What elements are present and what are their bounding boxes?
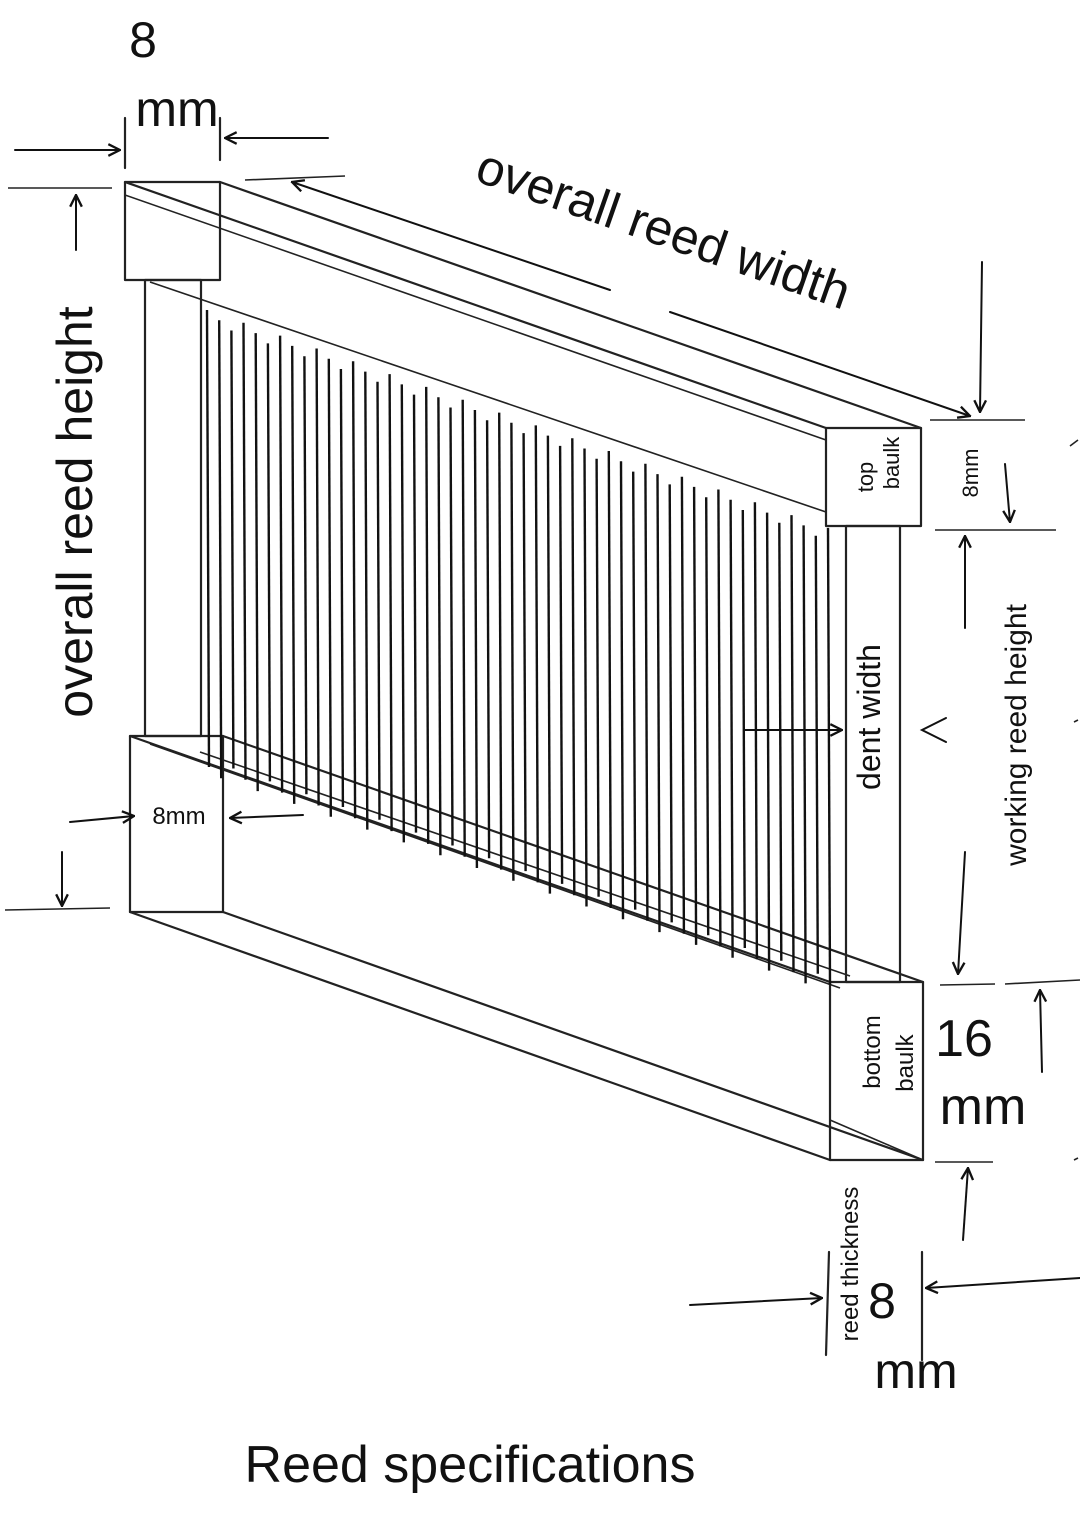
dent-wire	[814, 535, 819, 974]
dent-wire	[802, 525, 807, 984]
dent-wire	[644, 463, 649, 921]
dent-wire	[461, 399, 466, 857]
reed-thickness-label: reed thickness	[837, 1187, 864, 1342]
end-posts	[143, 278, 902, 984]
dent-wire	[522, 433, 527, 872]
dent-wire	[205, 309, 211, 768]
top-width-value: 8	[129, 12, 157, 68]
dent-wire	[449, 407, 454, 846]
dent-wire	[278, 335, 284, 793]
dent-wire	[218, 320, 223, 779]
dent-wire	[339, 368, 345, 808]
overall-height-label: overall reed height	[47, 306, 103, 717]
dent-wire	[583, 448, 588, 907]
dent-wire	[680, 476, 686, 934]
dent-wire	[692, 486, 698, 945]
bottom-baulk-label-line1: bottom	[859, 1015, 886, 1088]
dent-wire	[656, 474, 661, 933]
dent-wire	[437, 397, 442, 856]
dent-wire	[498, 412, 503, 870]
dent-wire	[291, 345, 296, 804]
dent-wire	[632, 471, 637, 910]
dent-wire	[327, 358, 332, 817]
reed-dents	[205, 309, 832, 985]
dent-wire	[546, 435, 552, 894]
dent-wire	[595, 458, 600, 897]
dent-wire	[303, 356, 308, 795]
overall-width-label: overall reed width	[469, 138, 857, 320]
dent-wire	[364, 371, 369, 830]
dent-wire	[242, 322, 247, 780]
dent-wire	[510, 422, 515, 881]
dent-wire	[315, 348, 320, 806]
top-baulk	[123, 180, 923, 528]
dent-wire	[388, 374, 393, 832]
dent-wire	[765, 512, 771, 971]
reed-thickness-unit: mm	[874, 1343, 957, 1399]
diagram-caption: Reed specifications	[245, 1436, 696, 1494]
dent-wire	[741, 509, 746, 949]
working-height-label: working reed height	[1000, 603, 1033, 866]
dent-wire	[729, 499, 734, 958]
dent-wire	[790, 515, 795, 973]
dent-wire	[607, 450, 612, 909]
reed-thickness-value: 8	[868, 1273, 896, 1329]
dent-wire	[668, 484, 673, 923]
bottom-left-width-label: 8mm	[152, 803, 205, 830]
dent-wire	[351, 361, 357, 819]
top-baulk-label-line2: baulk	[879, 436, 904, 490]
dent-wire	[558, 445, 564, 884]
dent-wire	[705, 497, 710, 936]
dent-wire	[266, 343, 272, 782]
dent-wire	[473, 409, 479, 869]
dent-width-label: dent width	[851, 644, 887, 790]
dent-wire	[230, 330, 235, 769]
dent-wire	[254, 333, 259, 792]
dent-wire	[717, 489, 722, 947]
dent-wire	[485, 420, 491, 859]
dent-wire	[412, 394, 418, 833]
dent-wire	[425, 386, 430, 844]
dent-wire	[571, 438, 576, 896]
bottom-height-value: 16	[935, 1010, 993, 1068]
dent-wire	[400, 384, 405, 843]
bottom-baulk-label-line2: baulk	[892, 1033, 919, 1091]
top-baulk-height-label: 8mm	[958, 449, 983, 498]
dent-wire	[778, 522, 783, 961]
bottom-height-unit: mm	[940, 1078, 1027, 1136]
dent-wire	[376, 381, 381, 820]
dent-wire	[534, 425, 539, 883]
dent-wire	[619, 461, 625, 920]
top-baulk-label-line1: top	[853, 462, 878, 493]
dimension-lines	[4, 116, 1080, 1362]
dent-wire	[826, 527, 832, 985]
top-width-unit: mm	[135, 81, 218, 137]
